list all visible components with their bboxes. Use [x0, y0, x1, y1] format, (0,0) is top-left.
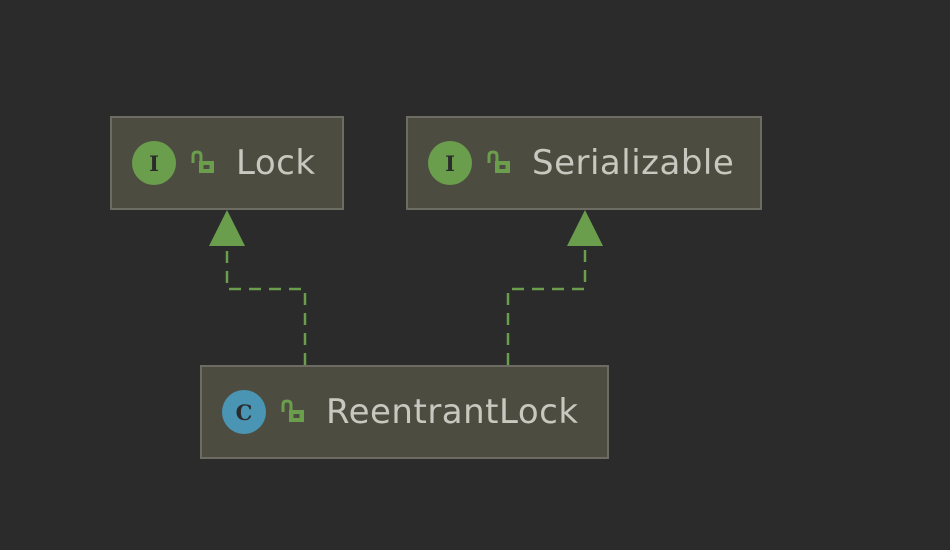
node-serializable[interactable]: I Serializable — [406, 116, 762, 210]
arrowhead-serializable — [567, 210, 603, 246]
node-label: Lock — [236, 143, 316, 183]
node-reentrantlock[interactable]: C ReentrantLock — [200, 365, 609, 459]
edge-reentrantlock-to-serializable — [506, 246, 587, 365]
unlocked-padlock-icon — [487, 150, 510, 173]
node-label: ReentrantLock — [326, 392, 579, 432]
node-lock[interactable]: I Lock — [110, 116, 344, 210]
interface-icon: I — [132, 141, 176, 185]
arrowhead-lock — [209, 210, 245, 246]
unlocked-padlock-icon — [281, 399, 304, 422]
unlocked-padlock-icon — [191, 150, 214, 173]
edge-reentrantlock-to-lock — [225, 246, 307, 365]
node-label: Serializable — [532, 143, 735, 183]
interface-icon: I — [428, 141, 472, 185]
class-icon: C — [222, 390, 266, 434]
